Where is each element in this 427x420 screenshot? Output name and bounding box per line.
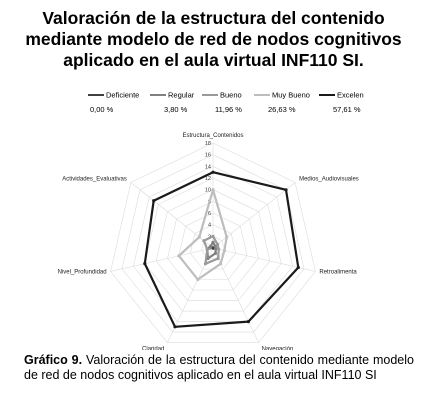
data-point: [246, 320, 250, 324]
tick-label: 16: [205, 153, 211, 159]
data-point: [213, 244, 217, 248]
data-point: [217, 247, 221, 251]
data-point: [211, 246, 215, 250]
caption-text: Valoración de la estructura del contenid…: [24, 353, 414, 382]
title-line-1: Valoración de la estructura del contenid…: [42, 8, 385, 28]
axis-label: Retroalimenta: [319, 269, 357, 275]
axis-spoke: [212, 247, 259, 343]
legend-swatch-excelen: [319, 94, 335, 97]
data-point: [177, 254, 181, 258]
tick-label: 12: [205, 176, 211, 182]
axis-label: Navegación: [262, 347, 294, 350]
data-point: [205, 247, 209, 251]
legend-pct-deficiente: 0,00 %: [90, 105, 114, 114]
grid-ring: [167, 200, 259, 291]
grid-ring: [133, 165, 293, 322]
data-point: [202, 239, 206, 243]
legend-swatch-deficiente: [88, 94, 104, 97]
data-point: [296, 265, 300, 270]
grid-ring: [144, 177, 282, 312]
legend-item-excelen: Excelen: [319, 90, 364, 100]
tick-label: 4: [208, 223, 211, 229]
radar-grid: [110, 142, 316, 343]
legend-swatch-muy-bueno: [254, 94, 270, 97]
chart-title: Valoración de la estructura del contenid…: [0, 8, 427, 71]
radar-axis-labels: Estructura_ContenidosMedios_Audiovisuale…: [58, 133, 359, 350]
axis-label: Claridad: [142, 347, 164, 350]
legend-label: Muy Bueno: [272, 90, 310, 100]
data-point: [209, 244, 213, 248]
data-point: [143, 262, 147, 266]
data-point: [152, 199, 156, 203]
legend-item-deficiente: Deficiente: [88, 90, 139, 100]
data-point: [284, 188, 288, 192]
title-line-2: mediante modelo de red de nodos cognitiv…: [25, 29, 402, 49]
legend-pct-bueno: 11,96 %: [215, 105, 242, 114]
legend-swatch-bueno: [202, 94, 218, 97]
data-point: [219, 262, 223, 266]
legend-item-muy-bueno: Muy Bueno: [254, 90, 310, 100]
data-point: [225, 235, 229, 239]
axis-label: Actividades_Evaluativas: [62, 177, 127, 183]
legend-pct-excelen: 57,61 %: [333, 105, 361, 114]
data-point: [196, 277, 200, 282]
axis-label: Nivel_Profundidad: [58, 269, 107, 275]
data-point: [216, 256, 220, 261]
radar-series: [143, 170, 300, 329]
data-point: [214, 247, 218, 251]
axis-spoke: [110, 247, 214, 272]
series-line: [177, 188, 228, 281]
axis-label: Estructura_Contenidos: [182, 133, 243, 139]
chart-legend: Deficiente 0,00 % Regular 3,80 % Bueno 1…: [78, 90, 378, 122]
data-point: [216, 242, 220, 246]
legend-label: Excelen: [337, 90, 364, 100]
legend-pct-muy-bueno: 26,63 %: [268, 105, 296, 114]
figure-caption: Gráfico 9. Valoración de la estructura d…: [24, 353, 414, 382]
grid-ring: [110, 142, 316, 343]
tick-label: 6: [208, 211, 211, 217]
grid-ring: [155, 189, 271, 301]
legend-label: Deficiente: [106, 90, 140, 100]
data-point: [197, 235, 201, 239]
tick-label: 14: [205, 164, 211, 170]
grid-ring: [178, 212, 248, 280]
axis-label: Medios_Audiovisuales: [299, 177, 359, 183]
legend-item-bueno: Bueno: [202, 90, 242, 100]
data-point: [211, 170, 215, 174]
data-point: [213, 251, 218, 255]
data-point: [203, 262, 207, 266]
tick-label: 0: [208, 246, 211, 252]
data-point: [211, 240, 215, 244]
data-point: [222, 249, 226, 253]
data-point: [173, 325, 177, 329]
legend-label: Bueno: [220, 90, 242, 100]
data-point: [211, 234, 215, 238]
legend-pct-regular: 3,80 %: [164, 105, 188, 114]
series-line: [143, 171, 300, 328]
data-point: [211, 188, 215, 192]
tick-label: 10: [205, 188, 211, 194]
tick-label: 18: [205, 141, 211, 147]
caption-label: Gráfico 9.: [24, 353, 83, 367]
legend-item-regular: Regular: [150, 90, 194, 100]
legend-label: Regular: [168, 90, 195, 100]
legend-swatch-regular: [150, 94, 166, 97]
title-line-3: aplicado en el aula virtual INF110 SI.: [63, 50, 364, 70]
